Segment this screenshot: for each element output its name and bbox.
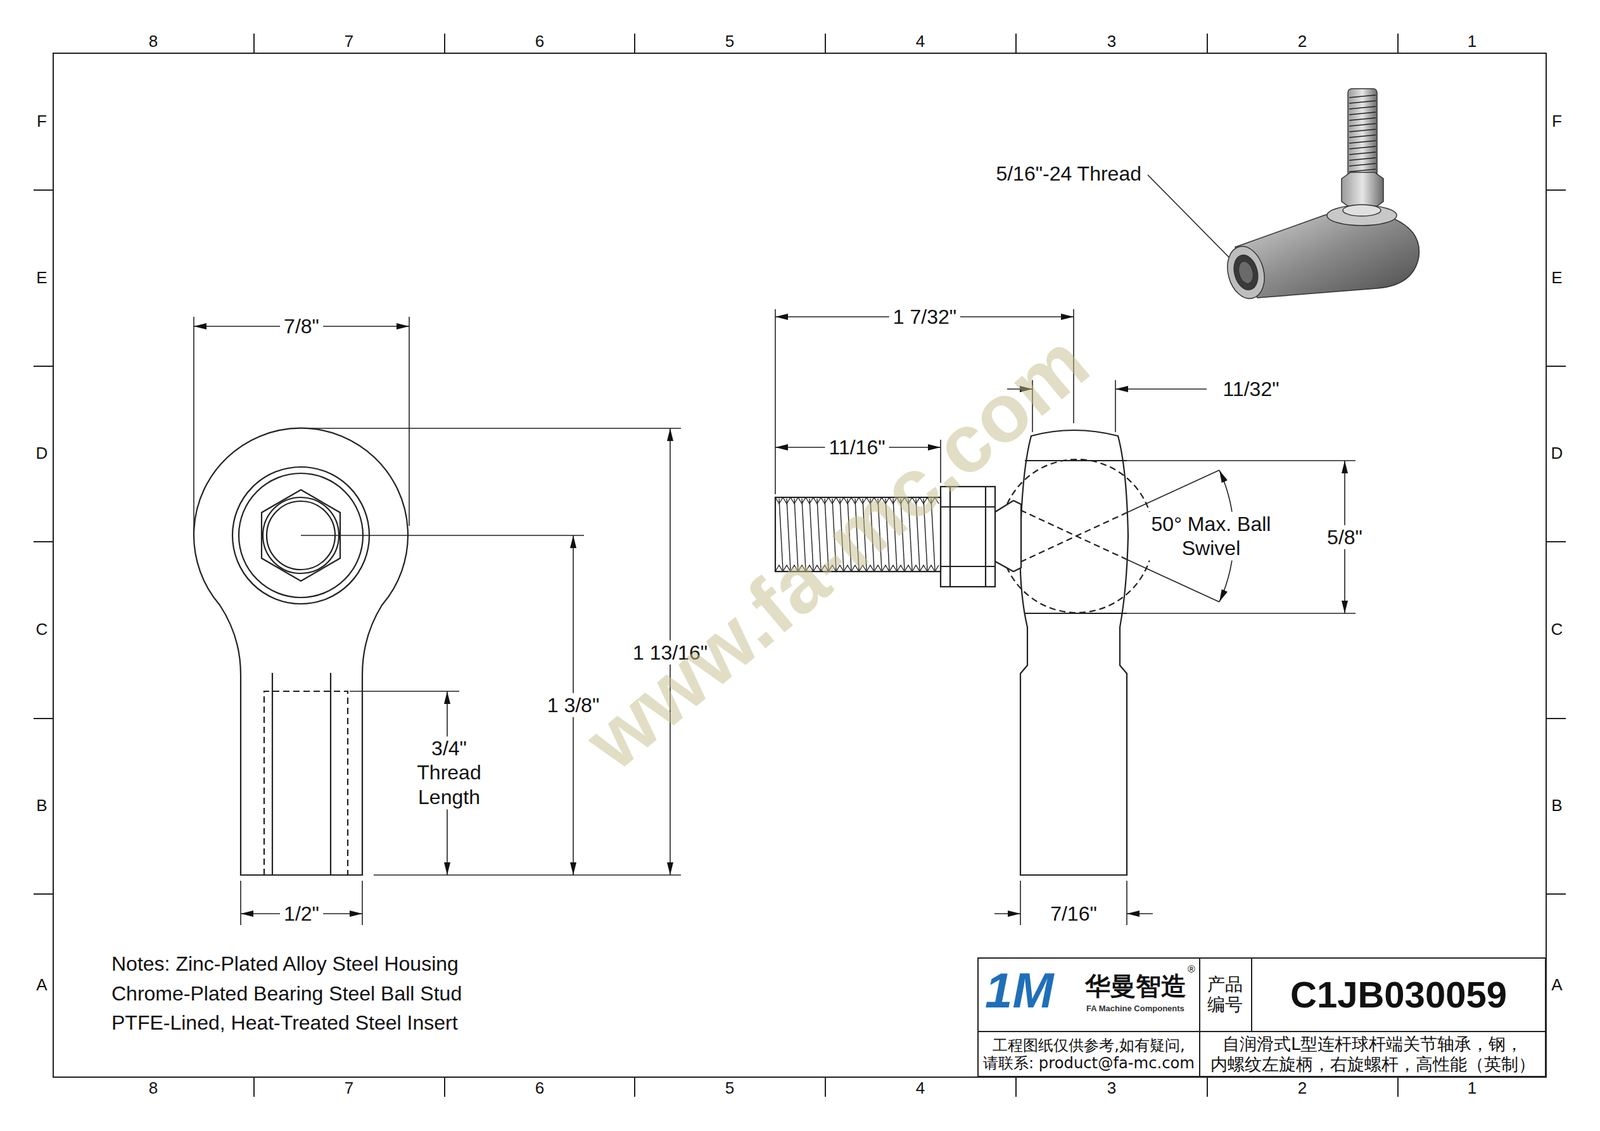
logo-text: FA Machine Components [1086,1003,1185,1014]
title-block-cell: 产品 编号 [1199,957,1253,1032]
stroke [1397,1076,1399,1097]
note-text: PTFE-Lined, Heat-Treated Steel Insert [107,1010,462,1035]
title-block-text: 工程图纸仅供参考,如有疑问, 请联系: product@fa-mc.com [982,1036,1196,1072]
stroke [1015,1076,1017,1097]
dimension-text: 11/32" [1218,376,1283,401]
zone-marker: A [1547,974,1566,995]
zone-marker: E [1547,267,1566,288]
stroke [1546,717,1566,719]
stroke [253,33,255,54]
title-block-cell: C1JB030059 [1250,957,1547,1032]
stroke [634,1076,636,1097]
zone-marker: B [32,795,51,816]
zone-marker: 6 [531,31,548,52]
dimension-lines [193,316,681,925]
zone-marker: 3 [1103,1078,1120,1098]
stroke [1349,100,1376,104]
note-text: Notes: Zinc-Plated Alloy Steel Housing [107,951,463,976]
dimension-text: 7/8" [279,314,324,339]
dimension-text: 5/8" [1323,525,1367,550]
zone-marker: C [1547,619,1568,640]
logo-text: 华曼智造 [1085,971,1187,1001]
zone-marker: 4 [912,31,929,52]
zone-marker: F [1548,111,1566,132]
stroke [1546,893,1566,895]
stroke [33,717,54,719]
stroke [1349,123,1376,127]
dimension-text: 5/16"-24 Thread [991,161,1146,186]
stroke [33,540,54,543]
dimension-text: 7/16" [1046,901,1101,926]
stroke [444,1076,446,1097]
zone-marker: 1 [1463,31,1481,52]
stroke [1206,33,1208,54]
stroke [1206,1076,1208,1097]
title-block-text: C1JB030059 [1290,973,1507,1016]
dimension-text: 3/4" Thread Length [404,736,495,809]
zone-marker: 6 [531,1078,548,1098]
stroke [33,189,54,191]
iso-view [1221,88,1419,303]
stroke [33,365,54,367]
zone-marker: 8 [145,31,162,52]
zone-marker: F [32,111,51,132]
stroke [824,1076,826,1097]
stroke [824,33,826,54]
zone-marker: 7 [340,1078,358,1098]
title-block-cell: 工程图纸仅供参考,如有疑问, 请联系: product@fa-mc.com [977,1030,1201,1077]
zone-marker: 8 [145,1078,162,1098]
stroke [1349,95,1376,98]
stroke [1349,112,1376,115]
zone-marker: C [32,619,52,640]
zone-marker: A [32,974,51,995]
logo-text: ® [1187,963,1196,975]
zone-marker: 2 [1294,1078,1311,1098]
dimension-text: 1 7/32" [889,304,961,329]
title-block-text: 产品 编号 [1207,974,1245,1015]
stroke [1349,163,1376,166]
stroke [1349,152,1376,155]
zone-marker: 2 [1294,31,1311,52]
logo-cell: 1M 华曼智造® FA Machine Components [977,957,1201,1032]
stroke [1349,117,1376,121]
stroke [1349,146,1376,149]
title-block-cell: 自润滑式L型连杆球杆端关节轴承，钢， 内螺纹左旋柄，右旋螺杆，高性能（英制） [1199,1030,1547,1077]
zone-marker: 5 [721,31,738,52]
stroke [1015,33,1017,54]
zone-marker: B [1547,795,1566,816]
drawing-frame [33,33,1566,1097]
front-view [193,428,408,875]
stroke [1349,134,1376,138]
zone-marker: 1 [1463,1078,1481,1098]
note-text: Chrome-Plated Bearing Steel Ball Stud [107,981,466,1006]
stroke [1546,189,1566,191]
dimension-text: 1/2" [279,901,324,926]
stroke [1349,106,1376,109]
stroke [1546,540,1566,543]
stroke [1349,129,1376,132]
stroke [1349,157,1376,161]
dimension-text: 50° Max. Ball Swivel [1143,511,1279,561]
zone-marker: 7 [340,31,358,52]
logo-text: 1M [984,962,1054,1020]
zone-marker: 4 [912,1078,929,1098]
stroke [1397,33,1399,54]
stroke [1349,140,1376,144]
stroke [1349,169,1376,172]
stroke [33,893,54,895]
zone-marker: E [32,267,51,288]
zone-marker: D [1547,443,1568,464]
title-block-text: 自润滑式L型连杆球杆端关节轴承，钢， 内螺纹左旋柄，右旋螺杆，高性能（英制） [1204,1033,1542,1074]
stroke [1546,365,1566,367]
stroke [444,33,446,54]
zone-marker: D [32,443,52,464]
zone-marker: 3 [1103,31,1120,52]
zone-marker: 5 [721,1078,738,1098]
stroke [253,1076,255,1097]
stroke [634,33,636,54]
